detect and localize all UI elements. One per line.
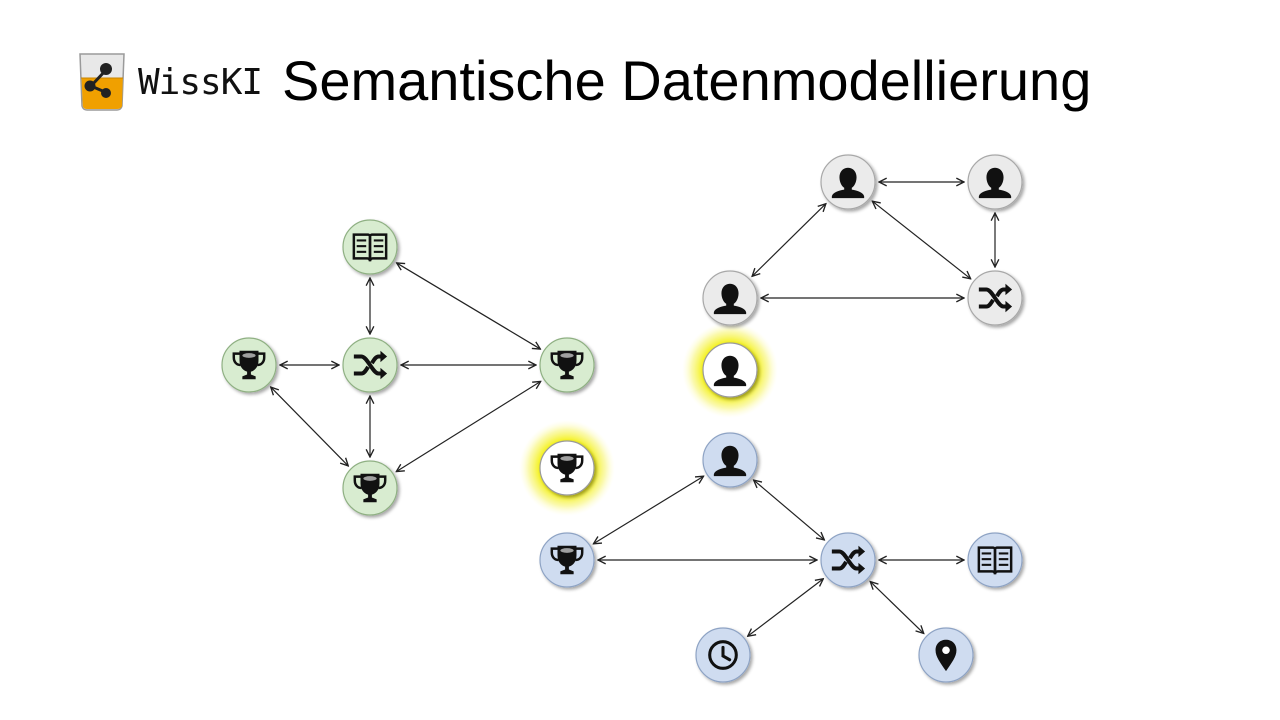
edge-p-top-left-to-p-left: [752, 204, 826, 277]
wisski-logo: WissKI: [74, 48, 263, 112]
edge-b-shuffle-to-b-clock: [748, 579, 824, 636]
node-g-trophy-bottom: [342, 460, 398, 516]
edge-g-trophy-right-to-g-trophy-bottom: [396, 381, 540, 471]
logo-text: WissKI: [138, 62, 263, 103]
node-b-shuffle: [820, 532, 876, 588]
edge-layer: [271, 182, 995, 636]
node-p-left: [702, 270, 758, 326]
node-g-shuffle: [342, 337, 398, 393]
node-b-book: [967, 532, 1023, 588]
node-p-top-right: [967, 154, 1023, 210]
node-g-trophy-left: [221, 337, 277, 393]
node-b-person: [702, 432, 758, 488]
node-g-book: [342, 219, 398, 275]
node-b-clock: [695, 627, 751, 683]
node-layer: [221, 154, 1023, 683]
node-p-shuffle: [967, 270, 1023, 326]
wisski-logo-icon: [79, 53, 125, 111]
edge-g-book-to-g-trophy-right: [397, 263, 541, 349]
node-b-trophy: [539, 532, 595, 588]
edge-b-person-to-b-shuffle: [754, 480, 825, 540]
edge-b-person-to-b-trophy: [593, 476, 703, 544]
node-h-trophy: [539, 440, 595, 496]
node-b-pin: [918, 627, 974, 683]
node-p-top-left: [820, 154, 876, 210]
edge-p-top-left-to-p-shuffle: [872, 201, 970, 279]
edge-g-trophy-left-to-g-trophy-bottom: [271, 387, 349, 466]
page-title: Semantische Datenmodellierung: [282, 49, 1092, 112]
node-h-person: [702, 342, 758, 398]
node-g-trophy-right: [539, 337, 595, 393]
edge-b-shuffle-to-b-pin: [870, 582, 923, 634]
